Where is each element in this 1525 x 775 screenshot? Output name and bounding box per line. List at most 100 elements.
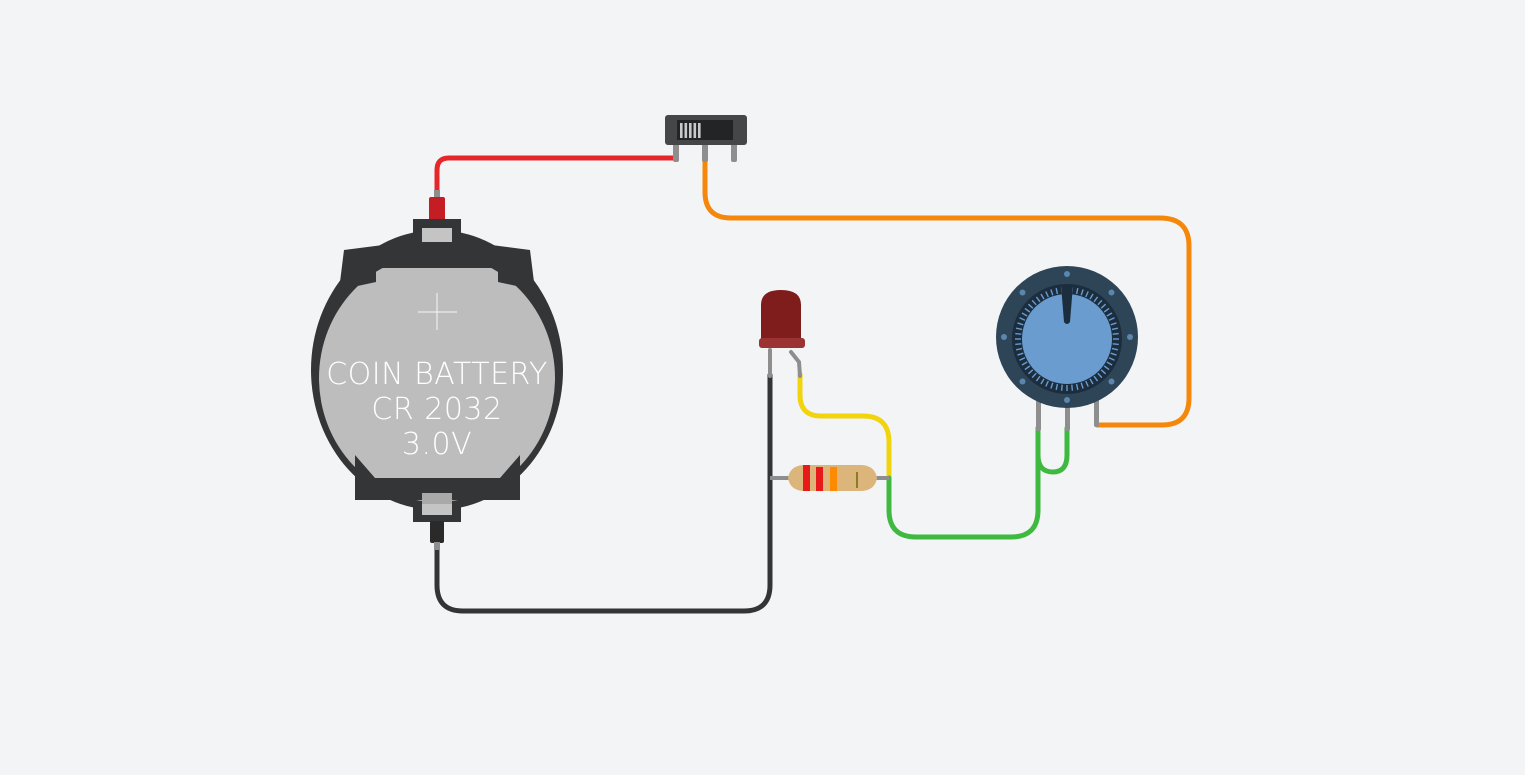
battery-cell <box>319 254 555 502</box>
pot-dial-tick <box>1015 332 1022 335</box>
switch-knob[interactable] <box>680 123 701 138</box>
wire-resistor-to-potentiometer[interactable] <box>886 425 1041 540</box>
led-anode-leg[interactable] <box>789 350 802 378</box>
led-dome <box>761 290 801 345</box>
pot-dial-tick <box>1103 307 1110 313</box>
pot-pin-3[interactable] <box>1094 395 1099 427</box>
pot-dial-tick <box>1019 357 1026 361</box>
pot-dial-tick <box>1015 347 1023 351</box>
pot-housing-dot <box>1127 334 1133 340</box>
pot-dial-tick <box>1093 375 1099 382</box>
resistor-band-1 <box>803 465 810 491</box>
battery-top-contact <box>422 228 452 242</box>
switch-pin-middle[interactable] <box>702 140 708 162</box>
battery-bottom-contact-light <box>422 504 452 515</box>
pot-dial-tick <box>1108 317 1115 321</box>
switch-pin-right[interactable] <box>731 140 737 162</box>
pot-dial-tick <box>1075 287 1079 295</box>
led[interactable] <box>759 290 805 378</box>
pot-housing-dot <box>1019 378 1026 385</box>
battery-label-line1: COIN BATTERY <box>326 357 548 392</box>
pot-dial-tick <box>1021 312 1028 317</box>
pot-dial-tick <box>1027 303 1034 309</box>
pot-dial-tick <box>1100 303 1107 309</box>
pot-dial-tick <box>1110 352 1117 356</box>
battery-negative-terminal[interactable] <box>430 521 444 543</box>
plus-icon <box>418 293 457 330</box>
pot-dial-tick <box>1089 378 1094 385</box>
pot-dial-tick <box>1111 347 1119 351</box>
pot-housing-dot <box>1108 378 1115 385</box>
pot-housing-dot <box>1019 289 1026 296</box>
led-rim <box>759 338 805 348</box>
pot-housing-dot <box>1108 289 1115 296</box>
pot-dial-tick <box>1093 296 1099 303</box>
potentiometer[interactable] <box>996 266 1138 431</box>
pot-dial-tick <box>1050 289 1054 296</box>
pot-housing-dot <box>1064 397 1070 403</box>
pot-dial-tick <box>1027 369 1034 375</box>
pot-dial-tick <box>1097 299 1103 306</box>
slide-switch[interactable] <box>665 115 747 162</box>
battery-positive-terminal-tip <box>434 190 440 198</box>
pot-dial-tick <box>1055 383 1059 391</box>
wire-switch-to-potentiometer[interactable] <box>702 157 1192 428</box>
pot-dial-tick <box>1015 343 1022 346</box>
resistor-band-3 <box>830 467 837 491</box>
pot-housing-dots <box>1001 271 1133 403</box>
pot-dial-tick <box>1055 287 1059 295</box>
resistor-band-4 <box>856 472 858 488</box>
battery-label-line2: CR 2032 <box>371 392 502 427</box>
pot-dial-tick <box>1110 322 1117 326</box>
pot-dial-tick <box>1019 317 1026 321</box>
pot-dial-tick <box>1075 383 1079 391</box>
pot-dial-tick <box>1035 375 1041 382</box>
pot-dial-tick <box>1108 357 1115 361</box>
pot-dial-tick <box>1031 299 1037 306</box>
pot-dial-tick <box>1060 384 1063 391</box>
pot-knob-indicator <box>1061 285 1073 324</box>
pot-dial-tick <box>1024 365 1031 371</box>
battery-positive-terminal[interactable] <box>429 197 445 221</box>
battery-label-line3: 3.0V <box>402 427 472 462</box>
pot-dial-tick <box>1040 378 1045 385</box>
pot-dial-tick <box>1103 365 1110 371</box>
pot-dial-tick <box>1112 343 1119 346</box>
resistor-band-2 <box>816 467 823 491</box>
switch-pin-left[interactable] <box>673 140 679 162</box>
coin-battery[interactable]: COIN BATTERY CR 2032 3.0V <box>311 190 563 550</box>
pot-dial-tick <box>1106 361 1113 366</box>
pot-dial-tick <box>1111 327 1119 331</box>
pot-dial-tick <box>1024 307 1031 313</box>
wire-battery-negative-to-led[interactable] <box>434 372 773 614</box>
battery-holder-top-clip <box>339 238 535 290</box>
pot-pin-1[interactable] <box>1036 395 1041 431</box>
pot-knob[interactable] <box>1022 294 1112 384</box>
pot-dial-tick <box>1015 327 1023 331</box>
pot-dial-tick <box>1089 293 1094 300</box>
pot-dial-tick <box>1112 332 1119 335</box>
pot-housing-dot <box>1001 334 1007 340</box>
pot-dial-tick <box>1035 296 1041 303</box>
resistor[interactable] <box>770 465 889 491</box>
pot-dial-tick <box>1017 322 1024 326</box>
pot-dial-tick <box>1106 312 1113 317</box>
pot-dial-tick <box>1040 293 1045 300</box>
pot-dial-tick <box>1080 382 1084 389</box>
pot-dial-tick <box>1045 291 1049 298</box>
wire-battery-positive-to-switch[interactable] <box>434 155 678 196</box>
pot-dial-tick <box>1017 352 1024 356</box>
wire-led-to-resistor[interactable] <box>797 371 892 481</box>
pot-dial-tick <box>1050 382 1054 389</box>
wire-potentiometer-jumper[interactable] <box>1035 425 1070 475</box>
pot-dial-tick <box>1045 380 1049 387</box>
pot-dial-tick <box>1085 291 1089 298</box>
pot-dial-tick <box>1031 372 1037 379</box>
pot-dial-tick <box>1097 372 1103 379</box>
pot-housing-dot <box>1064 271 1070 277</box>
pot-dial-tick <box>1100 369 1107 375</box>
pot-dial-tick <box>1085 380 1089 387</box>
battery-holder-bottom-clip <box>355 455 520 500</box>
